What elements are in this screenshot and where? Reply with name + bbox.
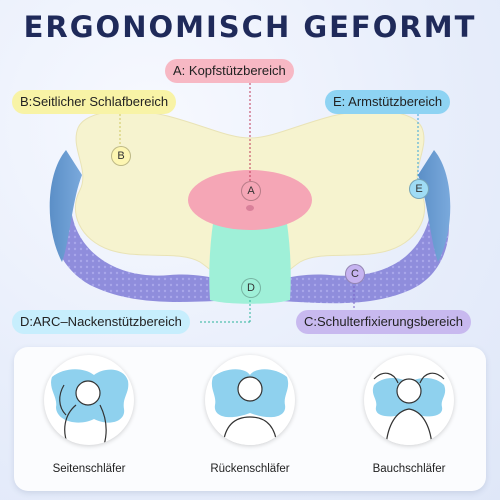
marker-e: E — [409, 179, 429, 199]
label-arm-support: E: Armstützbereich — [325, 90, 451, 114]
stomach-sleeper-icon — [364, 355, 454, 445]
side-sleeper-icon — [44, 355, 134, 445]
pillow-side-right-blue — [418, 150, 451, 262]
label-head-support: A: Kopfstützbereich — [165, 59, 294, 83]
label-side-sleep: B:Seitlicher Schlafbereich — [12, 90, 177, 114]
marker-c: C — [345, 264, 365, 284]
sleep-position-side: Seitenschläfer — [14, 355, 164, 485]
page-title: ERGONOMISCH GEFORMT — [23, 10, 477, 44]
sleep-position-label: Rückenschläfer — [210, 463, 290, 475]
marker-b: B — [111, 146, 131, 166]
back-sleeper-icon — [205, 355, 295, 445]
pillow-side — [51, 170, 449, 304]
sleep-position-stomach: Bauchschläfer — [334, 355, 484, 485]
label-neck-support: D:ARC–Nackenstützbereich — [12, 310, 190, 334]
sleep-positions-panel: Seitenschläfer Rückenschläfer — [14, 347, 486, 491]
marker-d: D — [241, 278, 261, 298]
sleep-position-back: Rückenschläfer — [175, 355, 325, 485]
sleep-position-label: Seitenschläfer — [52, 463, 126, 475]
zone-d — [209, 210, 291, 304]
label-shoulder-fixation: C:Schulterfixierungsbereich — [296, 310, 471, 334]
pillow-side-left-blue — [49, 150, 82, 262]
sleep-position-label: Bauchschläfer — [372, 463, 446, 475]
marker-a: A — [241, 181, 261, 201]
